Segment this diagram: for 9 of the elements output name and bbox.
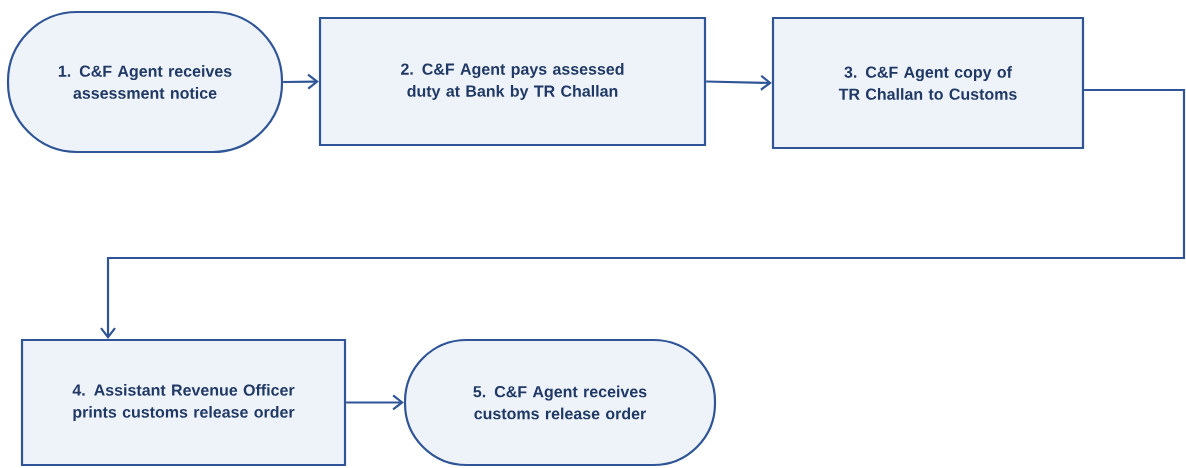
- arrow: [100, 88, 1186, 339]
- arrow: [346, 394, 404, 411]
- arrow: [283, 73, 319, 90]
- process-box: 2. C&F Agent pays assessed duty at Bank by TR Challan: [318, 16, 707, 147]
- process-box: 3. C&F Agent copy of TR Challan to Customs: [771, 16, 1085, 150]
- arrow: [706, 74, 772, 91]
- terminal-box: 5. C&F Agent receives customs release order: [403, 338, 717, 467]
- terminal-box: 1. C&F Agent receives assessment notice: [6, 10, 284, 154]
- process-box: 4. Assistant Revenue Officer prints customs release order: [20, 338, 347, 467]
